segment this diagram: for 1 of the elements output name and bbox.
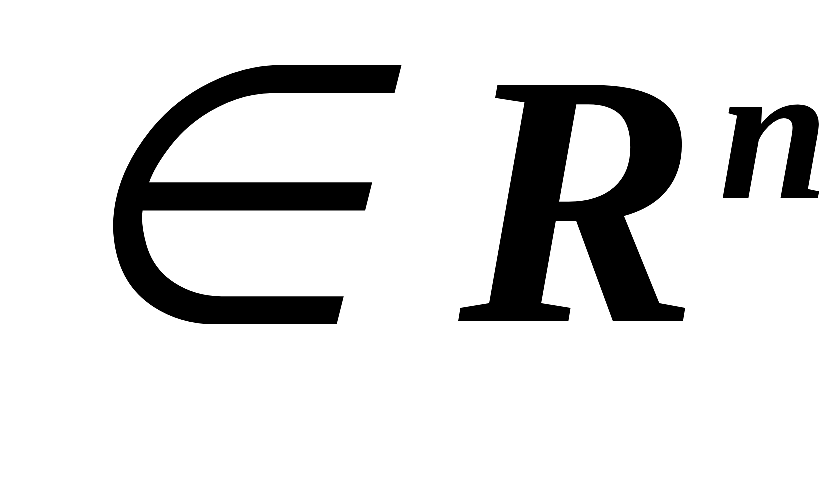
math-formula: ∈ R$^{n}$ bbox=[55, 20, 830, 380]
